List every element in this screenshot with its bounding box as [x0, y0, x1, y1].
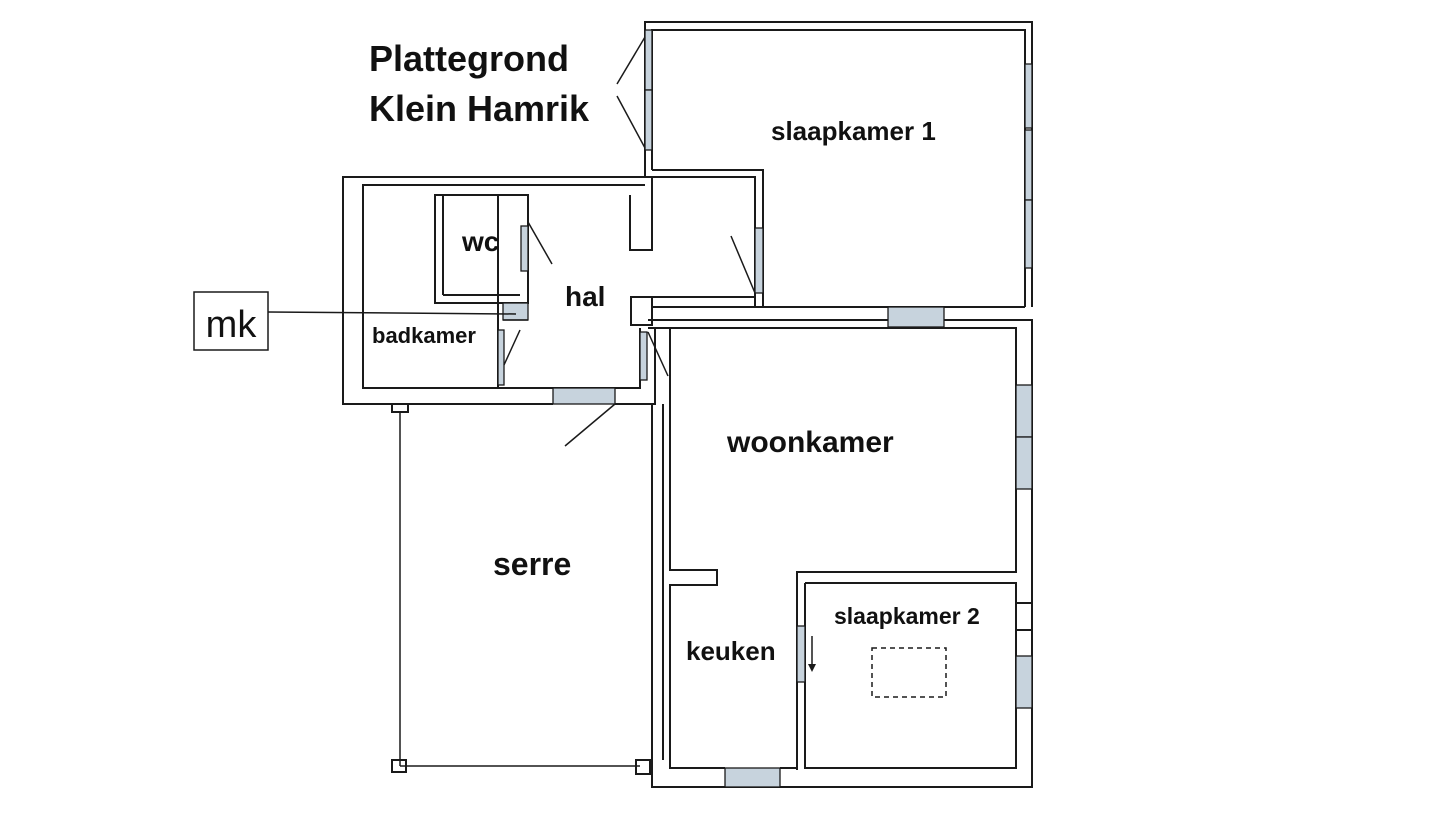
window: [1015, 436, 1033, 490]
window: [644, 29, 653, 91]
window: [1015, 655, 1033, 709]
room-label-serre: serre: [493, 546, 571, 582]
doors: [503, 36, 756, 447]
room-label-hal: hal: [565, 281, 605, 312]
bed-outline: [871, 647, 947, 698]
window: [639, 331, 648, 381]
walls-slaapkamer-1: [644, 21, 1033, 308]
window: [724, 767, 781, 788]
mk-box: [193, 291, 269, 351]
mk-leader-line: [267, 311, 517, 315]
mk-label: mk: [206, 304, 258, 346]
room-label-badkamer: badkamer: [372, 323, 476, 348]
room-label-wc: wc: [461, 226, 499, 257]
window: [502, 302, 529, 321]
window: [754, 227, 764, 294]
window: [1024, 63, 1033, 129]
room-label-keuken: keuken: [686, 636, 776, 666]
page-title-line-2: Klein Hamrik: [369, 88, 590, 129]
windows: [497, 29, 1033, 788]
page-title-line-1: Plattegrond: [369, 38, 569, 79]
room-label-woonkamer: woonkamer: [726, 426, 894, 459]
arrow-down-icon: [808, 636, 816, 672]
room-label-slaapkamer-1: slaapkamer 1: [771, 116, 936, 146]
window: [887, 306, 945, 328]
walls-serre: [391, 403, 651, 775]
window: [796, 625, 806, 683]
window: [1024, 129, 1033, 201]
room-label-slaapkamer-2: slaapkamer 2: [834, 603, 980, 629]
walls-west-block: [342, 176, 755, 405]
window: [497, 329, 505, 386]
window: [644, 89, 653, 151]
window: [520, 225, 529, 272]
window: [1015, 384, 1033, 438]
window: [552, 387, 616, 405]
walls-living-block: [648, 319, 1033, 788]
window: [1024, 199, 1033, 269]
